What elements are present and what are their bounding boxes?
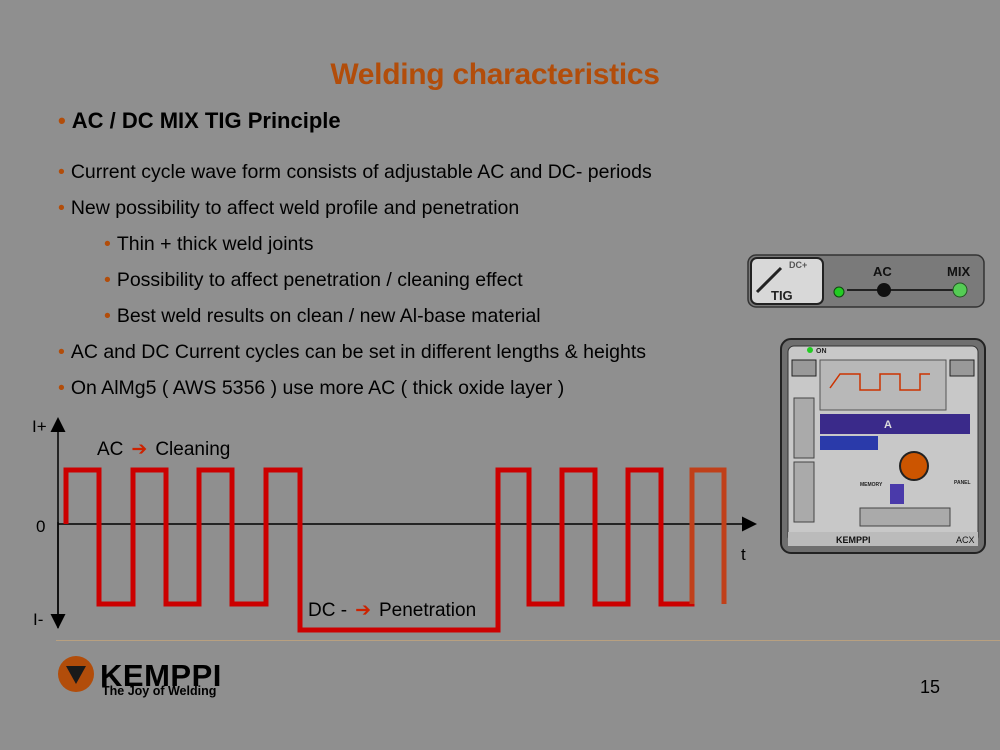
on-label: ON (816, 348, 827, 355)
footer-tagline: The Joy of Welding (102, 684, 217, 698)
bullet-2: •New possibility to affect weld profile … (58, 197, 520, 219)
current-waveform (63, 467, 727, 633)
bullet-1: •Current cycle wave form consists of adj… (58, 161, 652, 183)
bullet-dot: • (58, 108, 66, 133)
footer-brand: KEMPPI (100, 658, 222, 693)
svg-text:TIG: TIG (771, 288, 793, 303)
device-brand: KEMPPI (836, 535, 871, 545)
mode-selector-panel: DC+ TIG AC MIX (747, 254, 985, 308)
ac-dot (877, 283, 891, 297)
process-button[interactable] (791, 359, 817, 377)
x-axis-label: t (741, 545, 746, 564)
dc-label: DC -➔Penetration (308, 600, 476, 621)
svg-text:MIX: MIX (947, 264, 970, 279)
main-bullet: •AC / DC MIX TIG Principle (58, 108, 341, 134)
tig-torch-icon (755, 266, 783, 294)
main-bullet-text: AC / DC MIX TIG Principle (71, 108, 341, 133)
svg-text:PANEL: PANEL (954, 480, 971, 486)
mma-button[interactable] (949, 359, 975, 377)
y-zero-label: 0 (36, 517, 45, 536)
footer-divider (56, 640, 1000, 641)
ac-label: AC➔Cleaning (97, 439, 230, 460)
device-model: ACX (956, 535, 975, 545)
sub-bullet-1: •Thin + thick weld joints (104, 233, 314, 255)
mix-dot (952, 282, 968, 298)
svg-text:DC+: DC+ (789, 260, 807, 270)
display (820, 414, 970, 434)
svg-text:AC: AC (873, 264, 892, 279)
waveform-highlight (689, 467, 727, 604)
bullet-4: •On AlMg5 ( AWS 5356 ) use more AC ( thi… (58, 377, 565, 399)
control-knob[interactable] (899, 451, 929, 481)
sub-bullet-3: •Best weld results on clean / new Al-bas… (104, 305, 541, 327)
kemppi-logo-icon (58, 656, 94, 692)
y-bottom-label: I- (33, 610, 43, 629)
tig-led (833, 286, 845, 298)
slide-title: Welding characteristics (330, 58, 660, 91)
svg-text:MEMORY: MEMORY (860, 482, 883, 488)
svg-text:A: A (884, 419, 892, 431)
sub-bullet-2: •Possibility to affect penetration / cle… (104, 269, 523, 291)
tig-button[interactable] (750, 257, 824, 305)
acx-control-panel: ON A MEMORY PANEL KEMPPI ACX (780, 338, 986, 554)
bullet-3: •AC and DC Current cycles can be set in … (58, 341, 647, 363)
page-number: 15 (920, 677, 941, 697)
y-top-label: I+ (32, 417, 47, 436)
